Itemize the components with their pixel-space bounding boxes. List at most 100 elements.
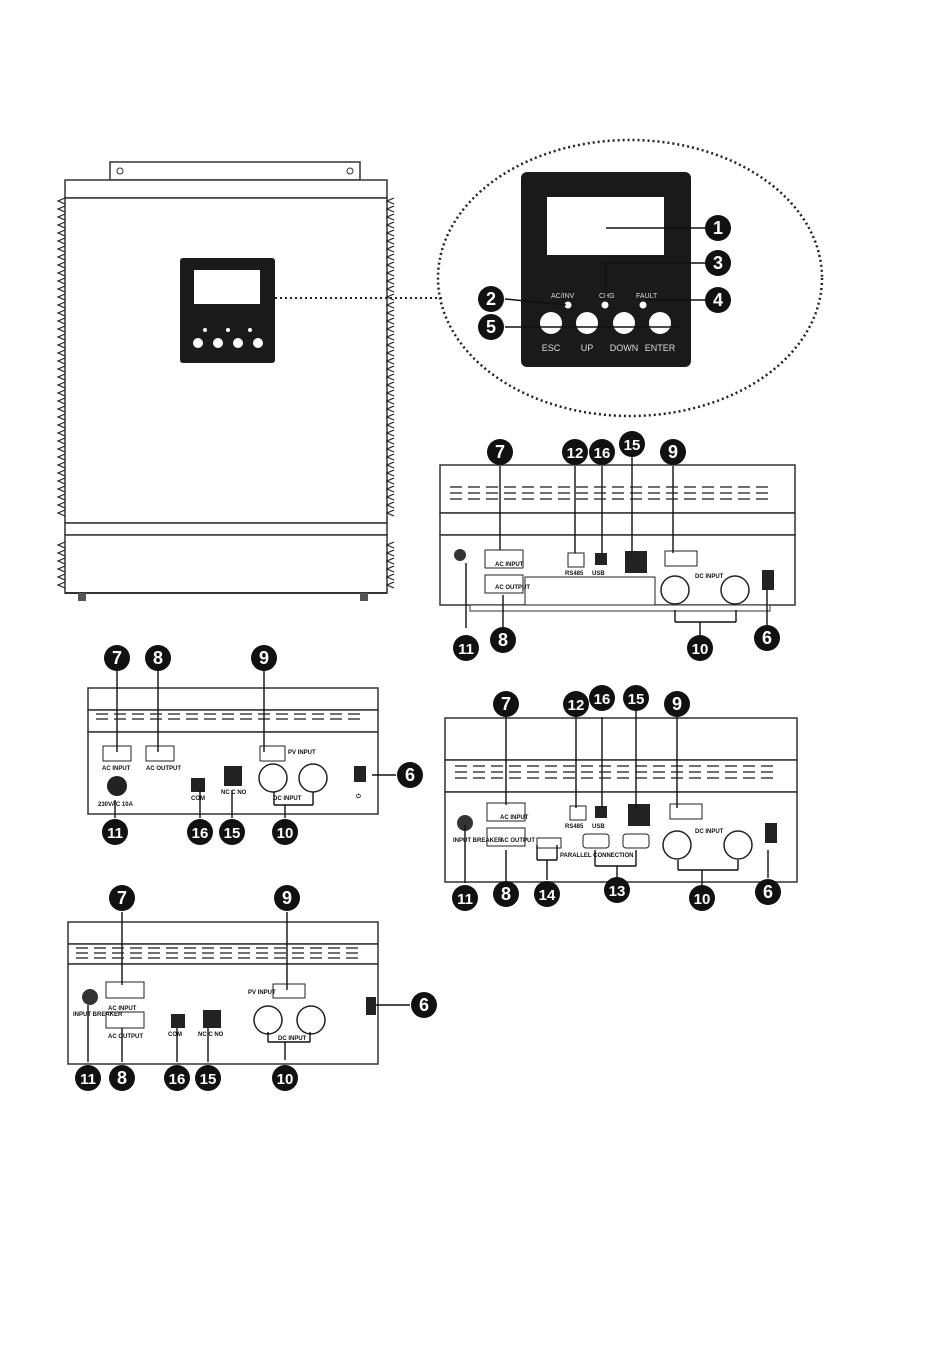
rear-panel-c: AC INPUT AC OUTPUT RS485 USB DC INPUT PA… bbox=[444, 717, 798, 883]
callout-6: 6 bbox=[397, 762, 423, 788]
callout-12: 12 bbox=[563, 691, 589, 717]
callout-11: 11 bbox=[453, 635, 479, 661]
callout-8: 8 bbox=[109, 1065, 135, 1091]
callout-9: 9 bbox=[251, 645, 277, 671]
rear-c-input-breaker-label: INPUT BREAKER bbox=[453, 838, 503, 844]
callout-12: 12 bbox=[562, 439, 588, 465]
svg-text:9: 9 bbox=[259, 648, 269, 668]
rear-d-pv-input-label: PV INPUT bbox=[248, 990, 276, 996]
svg-text:8: 8 bbox=[498, 630, 508, 650]
rear-a-ac-input-label: AC INPUT bbox=[495, 562, 524, 568]
callout-10: 10 bbox=[272, 819, 298, 845]
svg-text:12: 12 bbox=[568, 697, 585, 714]
svg-text:10: 10 bbox=[277, 825, 294, 842]
callout-13: 13 bbox=[604, 877, 630, 903]
svg-text:15: 15 bbox=[624, 437, 641, 454]
callout-10: 10 bbox=[687, 635, 713, 661]
rear-c-usb-label: USB bbox=[592, 824, 605, 830]
svg-text:7: 7 bbox=[501, 694, 511, 714]
svg-text:11: 11 bbox=[457, 891, 473, 908]
callout-11: 11 bbox=[102, 819, 128, 845]
esc-button bbox=[540, 312, 562, 334]
callout-15: 15 bbox=[219, 819, 245, 845]
callout-7: 7 bbox=[493, 691, 519, 717]
led-label-ac-inv: AC/INV bbox=[551, 293, 575, 300]
svg-text:4: 4 bbox=[713, 290, 723, 310]
svg-text:10: 10 bbox=[694, 891, 711, 908]
callout-7: 7 bbox=[487, 439, 513, 465]
enter-button bbox=[649, 312, 671, 334]
rear-a-rs485-label: RS485 bbox=[565, 571, 584, 577]
ac-inv-led-icon bbox=[564, 301, 572, 309]
fault-led-icon bbox=[639, 301, 647, 309]
enter-label: ENTER bbox=[645, 343, 676, 353]
svg-text:7: 7 bbox=[495, 442, 505, 462]
callout-16: 16 bbox=[589, 685, 615, 711]
rear-b-dc-input-label: DC INPUT bbox=[273, 796, 302, 802]
svg-text:16: 16 bbox=[594, 691, 611, 708]
rear-c-rs485-label: RS485 bbox=[565, 824, 584, 830]
callout-1: 1 bbox=[705, 215, 731, 241]
callout-10: 10 bbox=[272, 1065, 298, 1091]
rear-b-ac-input-label: AC INPUT bbox=[102, 766, 131, 772]
svg-text:5: 5 bbox=[486, 317, 496, 337]
callout-6: 6 bbox=[754, 625, 780, 651]
svg-text:8: 8 bbox=[117, 1068, 127, 1088]
rear-a-usb-label: USB bbox=[592, 571, 605, 577]
rear-c-dc-input-label: DC INPUT bbox=[695, 829, 724, 835]
front-control-panel bbox=[180, 258, 275, 363]
svg-text:11: 11 bbox=[458, 641, 474, 658]
rear-d-ac-input-label: AC INPUT bbox=[108, 1006, 137, 1012]
rear-leader-lines bbox=[87, 455, 769, 1062]
rear-d-com-label: COM bbox=[168, 1032, 182, 1038]
inverter-front-view bbox=[56, 161, 445, 601]
callout-9: 9 bbox=[660, 439, 686, 465]
rear-panel-a: AC INPUT AC OUTPUT DC INPUT RS485 USB bbox=[439, 464, 796, 612]
up-button bbox=[576, 312, 598, 334]
callout-2: 2 bbox=[478, 286, 504, 312]
callout-11: 11 bbox=[452, 885, 478, 911]
svg-text:11: 11 bbox=[80, 1071, 96, 1088]
callout-4: 4 bbox=[705, 287, 731, 313]
callout-14: 14 bbox=[534, 881, 560, 907]
callout-8: 8 bbox=[490, 627, 516, 653]
up-label: UP bbox=[581, 343, 594, 353]
svg-text:9: 9 bbox=[282, 888, 292, 908]
rear-c-parallel-label: PARALLEL CONNECTION bbox=[560, 853, 633, 859]
rear-c-ac-output-label: AC OUTPUT bbox=[500, 838, 535, 844]
svg-text:15: 15 bbox=[224, 825, 241, 842]
svg-text:16: 16 bbox=[594, 445, 611, 462]
rear-a-ac-output-label: AC OUTPUT bbox=[495, 585, 530, 591]
svg-text:10: 10 bbox=[277, 1071, 294, 1088]
svg-text:11: 11 bbox=[107, 825, 123, 842]
svg-text:2: 2 bbox=[486, 289, 496, 309]
callout-3: 3 bbox=[705, 250, 731, 276]
callout-11: 11 bbox=[75, 1065, 101, 1091]
zoomed-control-panel: AC/INV CHG FAULT ESC UP DOWN ENTER bbox=[436, 138, 824, 418]
callout-7: 7 bbox=[109, 885, 135, 911]
chg-led-icon bbox=[601, 301, 609, 309]
rear-a-dc-input-label: DC INPUT bbox=[695, 574, 724, 580]
lcd-display bbox=[547, 197, 664, 255]
callout-15: 15 bbox=[195, 1065, 221, 1091]
rear-b-power-symbol: ⏻ bbox=[356, 793, 361, 800]
svg-text:15: 15 bbox=[200, 1071, 217, 1088]
callout-10: 10 bbox=[689, 885, 715, 911]
rear-b-com-label: COM bbox=[191, 796, 205, 802]
svg-text:1: 1 bbox=[713, 218, 723, 238]
svg-text:14: 14 bbox=[539, 887, 556, 904]
svg-text:15: 15 bbox=[628, 691, 645, 708]
rear-d-relay-label: NC C NO bbox=[198, 1032, 224, 1038]
svg-text:6: 6 bbox=[405, 765, 415, 785]
callout-9: 9 bbox=[274, 885, 300, 911]
svg-text:8: 8 bbox=[501, 884, 511, 904]
callout-15: 15 bbox=[623, 685, 649, 711]
svg-text:13: 13 bbox=[609, 883, 626, 900]
callout-16: 16 bbox=[589, 439, 615, 465]
callout-15: 15 bbox=[619, 431, 645, 457]
svg-text:6: 6 bbox=[762, 628, 772, 648]
rear-panel-d: AC INPUT AC OUTPUT PV INPUT DC INPUT COM… bbox=[67, 921, 379, 1065]
svg-text:3: 3 bbox=[713, 253, 723, 273]
svg-text:10: 10 bbox=[692, 641, 709, 658]
